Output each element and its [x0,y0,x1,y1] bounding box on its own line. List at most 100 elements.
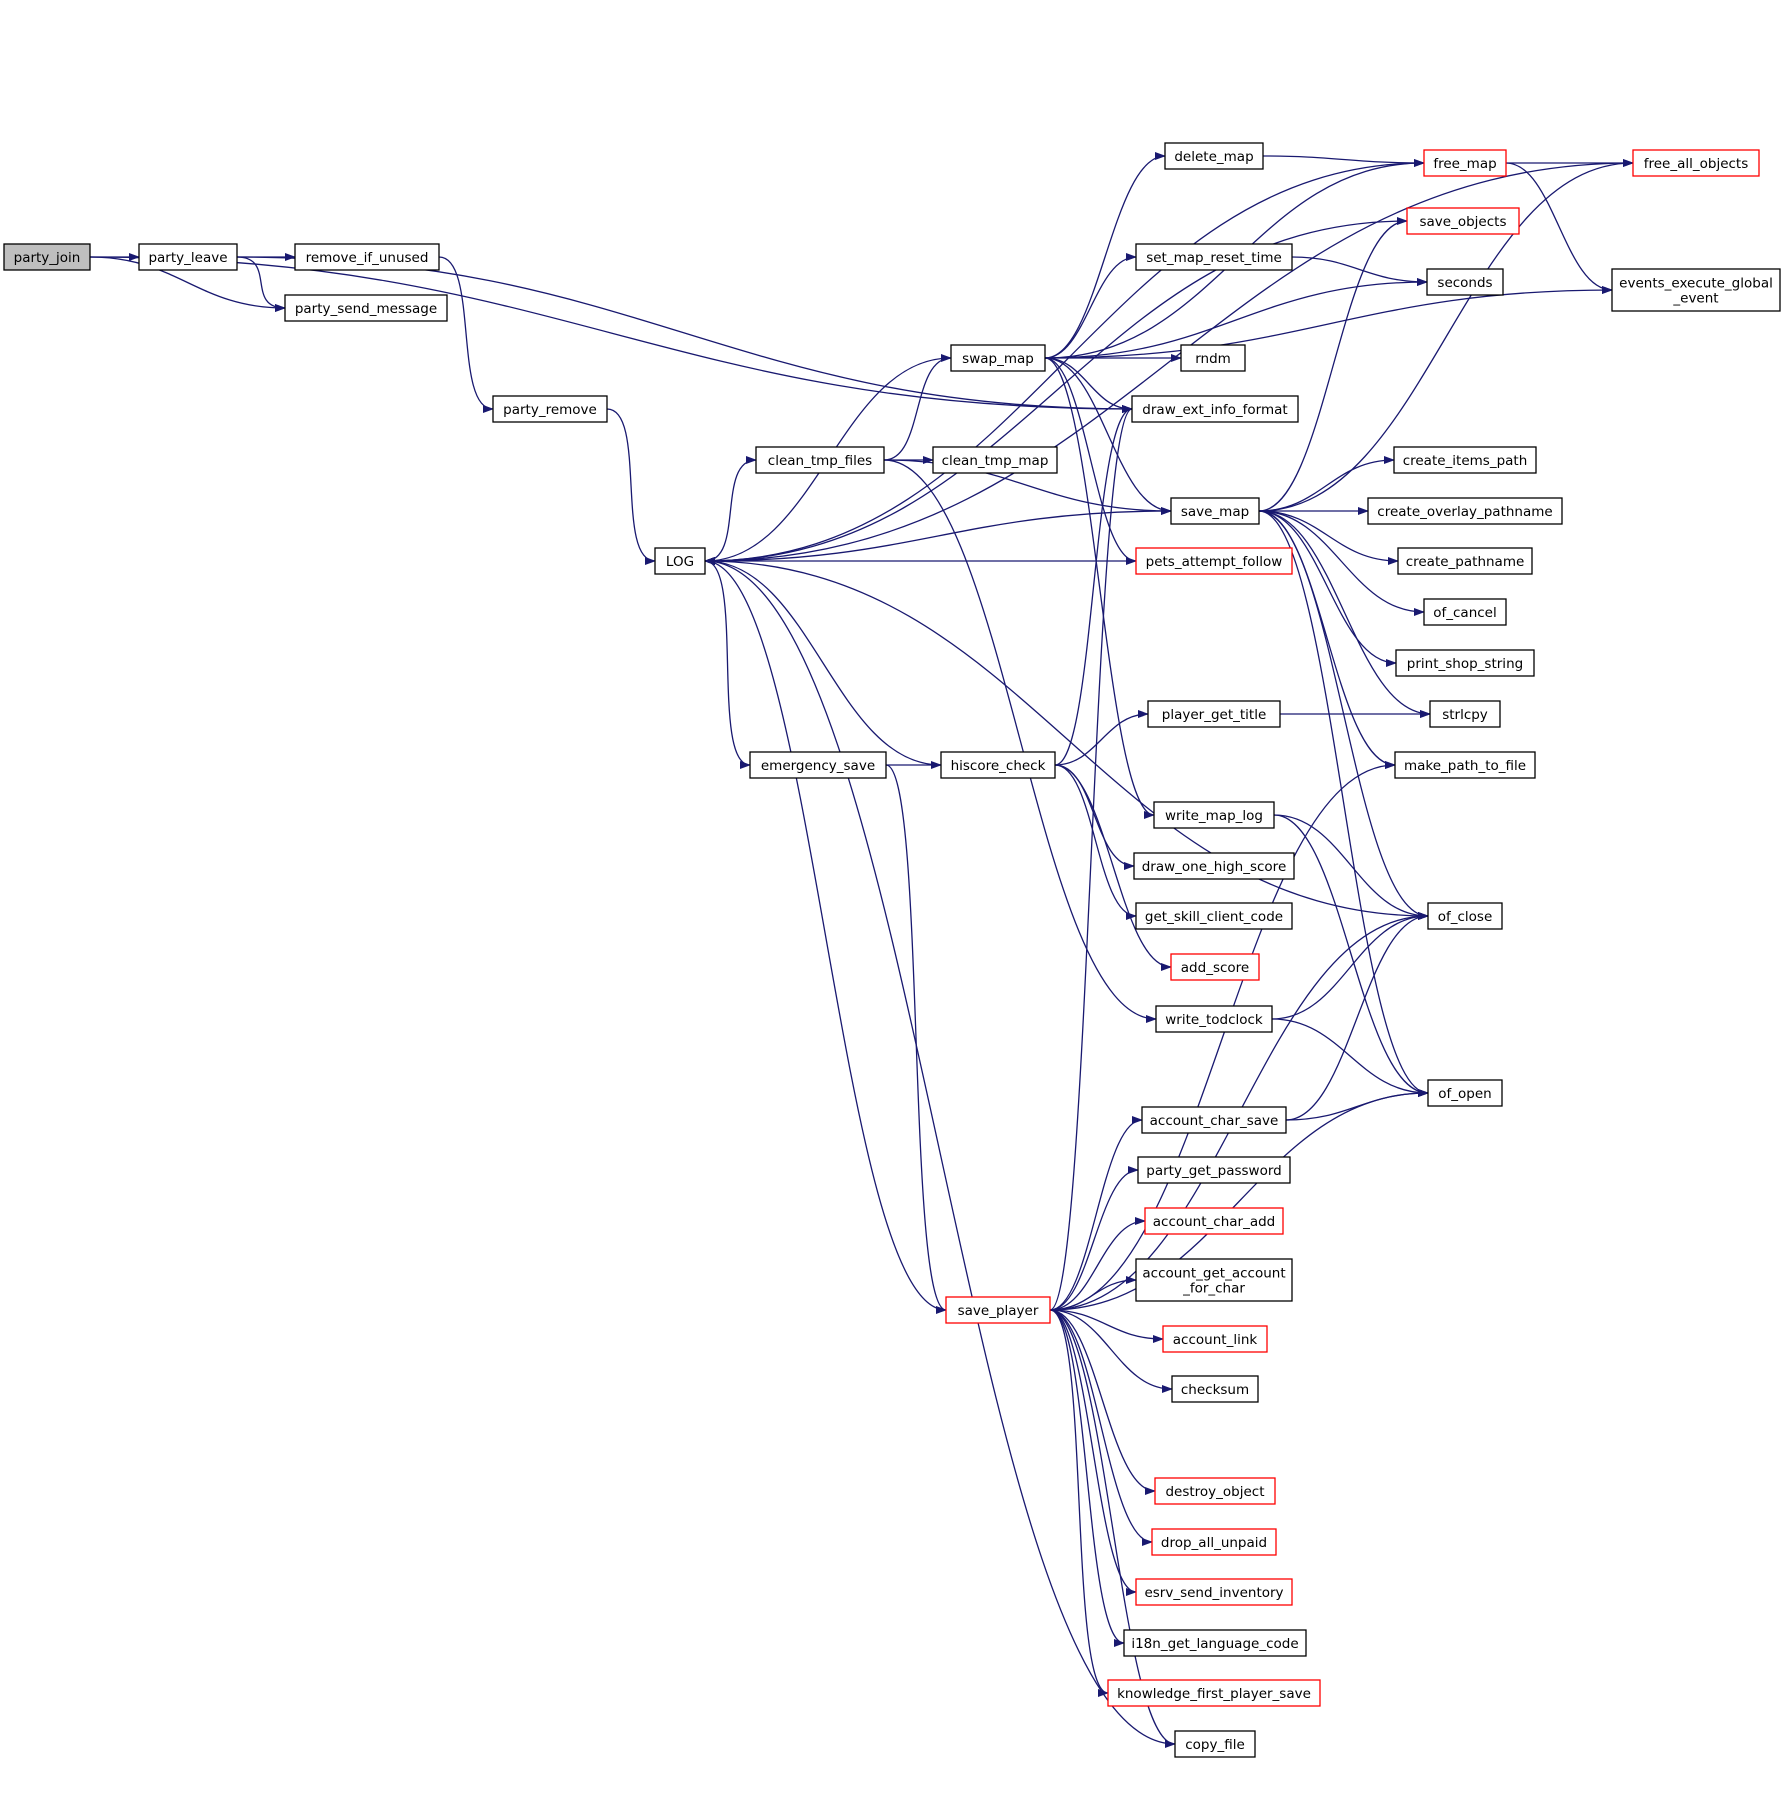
node-party-leave[interactable]: party_leave [138,243,238,271]
node-box[interactable] [945,1296,1051,1324]
node-of-close[interactable]: of_close [1427,902,1503,930]
node-box[interactable] [492,395,608,423]
node-box[interactable] [1632,149,1760,177]
node-seconds[interactable]: seconds [1426,268,1504,296]
node-box[interactable] [932,446,1058,474]
node-box[interactable] [1427,902,1503,930]
node-box[interactable] [1133,852,1295,880]
node-checksum[interactable]: checksum [1171,1375,1259,1403]
node-events-execute-global-event[interactable]: events_execute_global_event [1611,268,1781,312]
node-drop-all-unpaid[interactable]: drop_all_unpaid [1151,1528,1277,1556]
node-box[interactable] [1367,497,1563,525]
node-get-skill-client-code[interactable]: get_skill_client_code [1135,902,1293,930]
node-set-map-reset-time[interactable]: set_map_reset_time [1135,243,1293,271]
node-box[interactable] [1427,1079,1503,1107]
node-print-shop-string[interactable]: print_shop_string [1395,649,1535,677]
node-account-char-save[interactable]: account_char_save [1141,1106,1287,1134]
node-save-objects[interactable]: save_objects [1406,207,1520,235]
node-box[interactable] [1135,1578,1293,1606]
node-create-pathname[interactable]: create_pathname [1397,547,1533,575]
node-emergency-save[interactable]: emergency_save [749,751,887,779]
node-swap-map[interactable]: swap_map [950,344,1046,372]
node-box[interactable] [1164,142,1264,170]
node-save-player[interactable]: save_player [945,1296,1051,1324]
node-box[interactable] [950,344,1046,372]
node-make-path-to-file[interactable]: make_path_to_file [1394,751,1536,779]
node-party-remove[interactable]: party_remove [492,395,608,423]
node-box[interactable] [1135,902,1293,930]
node-box[interactable] [1170,953,1260,981]
node-box[interactable] [1135,1258,1293,1302]
node-of-cancel[interactable]: of_cancel [1423,598,1507,626]
node-add-score[interactable]: add_score [1170,953,1260,981]
node-of-open[interactable]: of_open [1427,1079,1503,1107]
node-party-send-message[interactable]: party_send_message [284,294,448,322]
node-box[interactable] [1170,497,1260,525]
node-party-join[interactable]: party_join [3,243,91,271]
node-box[interactable] [1180,344,1246,372]
node-create-overlay-pathname[interactable]: create_overlay_pathname [1367,497,1563,525]
node-box[interactable] [138,243,238,271]
node-box[interactable] [1174,1730,1256,1758]
node-player-get-title[interactable]: player_get_title [1147,700,1281,728]
node-box[interactable] [1135,547,1293,575]
node-destroy-object[interactable]: destroy_object [1154,1477,1276,1505]
node-box[interactable] [1153,801,1275,829]
node-box[interactable] [3,243,91,271]
node-create-items-path[interactable]: create_items_path [1393,446,1537,474]
node-box[interactable] [1426,268,1504,296]
node-draw-ext-info-format[interactable]: draw_ext_info_format [1131,395,1299,423]
node-copy-file[interactable]: copy_file [1174,1730,1256,1758]
node-box[interactable] [1423,149,1507,177]
node-box[interactable] [1395,649,1535,677]
node-LOG[interactable]: LOG [654,547,706,575]
node-box[interactable] [1429,700,1501,728]
node-box[interactable] [1107,1679,1321,1707]
node-box[interactable] [1135,243,1293,271]
node-box[interactable] [940,751,1056,779]
node-delete-map[interactable]: delete_map [1164,142,1264,170]
node-box[interactable] [1162,1325,1268,1353]
node-free-map[interactable]: free_map [1423,149,1507,177]
node-hiscore-check[interactable]: hiscore_check [940,751,1056,779]
node-box[interactable] [749,751,887,779]
node-box[interactable] [294,243,440,271]
node-box[interactable] [1393,446,1537,474]
node-box[interactable] [1394,751,1536,779]
node-box[interactable] [1147,700,1281,728]
node-box[interactable] [1406,207,1520,235]
node-account-get-account-for-char[interactable]: account_get_account_for_char [1135,1258,1293,1302]
node-draw-one-high-score[interactable]: draw_one_high_score [1133,852,1295,880]
node-knowledge-first-player-save[interactable]: knowledge_first_player_save [1107,1679,1321,1707]
node-box[interactable] [755,446,885,474]
node-account-link[interactable]: account_link [1162,1325,1268,1353]
node-box[interactable] [1144,1207,1284,1235]
node-remove-if-unused[interactable]: remove_if_unused [294,243,440,271]
node-free-all-objects[interactable]: free_all_objects [1632,149,1760,177]
node-box[interactable] [1141,1106,1287,1134]
node-strlcpy[interactable]: strlcpy [1429,700,1501,728]
node-box[interactable] [1131,395,1299,423]
node-save-map[interactable]: save_map [1170,497,1260,525]
node-party-get-password[interactable]: party_get_password [1137,1156,1291,1184]
node-i18n-get-language-code[interactable]: i18n_get_language_code [1123,1629,1307,1657]
node-box[interactable] [284,294,448,322]
node-box[interactable] [1123,1629,1307,1657]
node-box[interactable] [1151,1528,1277,1556]
node-rndm[interactable]: rndm [1180,344,1246,372]
node-box[interactable] [1171,1375,1259,1403]
node-pets-attempt-follow[interactable]: pets_attempt_follow [1135,547,1293,575]
node-box[interactable] [1154,1477,1276,1505]
node-box[interactable] [1611,268,1781,312]
node-box[interactable] [1137,1156,1291,1184]
node-box[interactable] [1397,547,1533,575]
node-clean-tmp-map[interactable]: clean_tmp_map [932,446,1058,474]
node-box[interactable] [654,547,706,575]
node-esrv-send-inventory[interactable]: esrv_send_inventory [1135,1578,1293,1606]
node-box[interactable] [1423,598,1507,626]
node-clean-tmp-files[interactable]: clean_tmp_files [755,446,885,474]
node-write-map-log[interactable]: write_map_log [1153,801,1275,829]
node-box[interactable] [1155,1005,1273,1033]
node-write-todclock[interactable]: write_todclock [1155,1005,1273,1033]
node-account-char-add[interactable]: account_char_add [1144,1207,1284,1235]
